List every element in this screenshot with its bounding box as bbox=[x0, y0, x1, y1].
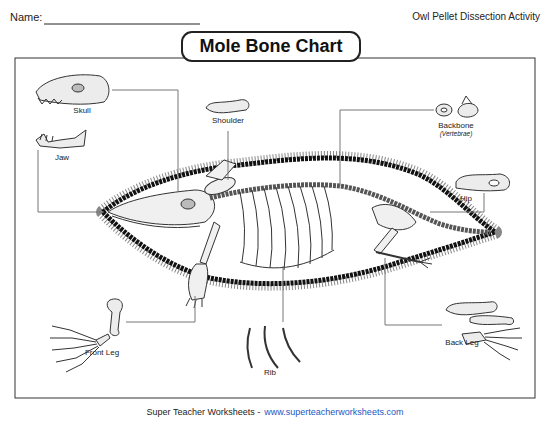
bone-callout-pictures bbox=[458, 103, 478, 117]
bone-callout-pictures bbox=[36, 130, 86, 148]
leader-line bbox=[112, 90, 178, 192]
bone-callout-pictures bbox=[456, 174, 510, 191]
footer-url: www.superteacherworksheets.com bbox=[264, 407, 403, 417]
page-frame bbox=[15, 58, 535, 398]
bone-callout-pictures bbox=[446, 302, 497, 315]
leader-line bbox=[283, 266, 284, 322]
bone-label: Jaw bbox=[55, 153, 69, 162]
page-frame bbox=[44, 24, 200, 25]
bone-callout-pictures bbox=[462, 96, 472, 104]
mole-skeleton bbox=[288, 186, 299, 268]
bone-label: Skull bbox=[73, 106, 90, 115]
leader-line bbox=[38, 90, 484, 325]
mole-skeleton bbox=[372, 204, 416, 229]
mole-skeleton bbox=[300, 186, 311, 264]
mole-skeleton bbox=[240, 192, 245, 262]
bone-callout-pictures bbox=[72, 84, 84, 92]
activity-heading: Owl Pellet Dissection Activity bbox=[412, 11, 540, 23]
mole-skeleton bbox=[112, 216, 200, 228]
bone-label: Front Leg bbox=[85, 348, 119, 357]
leader-line bbox=[228, 131, 229, 180]
leader-line bbox=[340, 110, 434, 186]
mole-body bbox=[103, 158, 495, 284]
mole-skeleton bbox=[312, 186, 322, 258]
bone-callout-pictures bbox=[247, 328, 252, 368]
mole-skeleton bbox=[276, 187, 286, 270]
leader-line bbox=[126, 296, 195, 322]
mole-body bbox=[103, 158, 495, 284]
mole-skeleton bbox=[420, 258, 432, 268]
bone-callout-pictures bbox=[283, 328, 300, 362]
mole-skeleton bbox=[186, 298, 202, 308]
mole-skeleton bbox=[252, 190, 258, 266]
leader-line bbox=[38, 150, 104, 212]
bone-callout-pictures bbox=[489, 180, 499, 186]
mole-skeleton bbox=[206, 160, 236, 180]
mole-skeleton bbox=[189, 264, 208, 300]
bone-callout-pictures bbox=[441, 108, 447, 112]
bone-callout-pictures bbox=[470, 316, 514, 325]
mole-skeleton bbox=[374, 228, 398, 254]
bone-callout-pictures bbox=[36, 75, 522, 372]
bone-callout-pictures bbox=[40, 134, 53, 141]
title-box: Mole Bone Chart bbox=[181, 31, 360, 62]
bone-callout-pictures bbox=[484, 328, 522, 360]
bone-callout-pictures bbox=[265, 326, 278, 368]
bone-callout-pictures bbox=[107, 299, 122, 336]
bone-label: Rib bbox=[264, 368, 276, 377]
bone-callout-pictures bbox=[38, 98, 62, 104]
bone-label: Back Leg bbox=[445, 338, 478, 347]
page-frame bbox=[15, 24, 535, 398]
bone-callout-pictures bbox=[36, 75, 109, 104]
mole-skeleton bbox=[240, 250, 334, 268]
name-field: Name: bbox=[10, 11, 42, 24]
mole-body bbox=[103, 158, 495, 284]
leader-line bbox=[385, 258, 442, 325]
mole-skeleton bbox=[181, 199, 195, 209]
bone-sublabel: (Vertebrae) bbox=[440, 130, 473, 137]
leader-line bbox=[430, 193, 484, 212]
footer-credit: Super Teacher Worksheets - bbox=[147, 407, 261, 417]
mole-skeleton bbox=[376, 252, 420, 262]
bone-label: Backbone bbox=[438, 121, 474, 130]
bone-callout-pictures bbox=[96, 334, 110, 346]
bone-label: Hip bbox=[460, 194, 472, 203]
bone-callout-pictures bbox=[436, 104, 452, 116]
mole-skeleton bbox=[264, 188, 272, 268]
bone-callout-pictures bbox=[206, 100, 249, 113]
mole-skeleton bbox=[108, 160, 490, 308]
chart-title: Mole Bone Chart bbox=[199, 36, 342, 56]
mole-skeleton bbox=[200, 222, 220, 264]
mole-skeleton bbox=[324, 186, 332, 250]
bone-label: Shoulder bbox=[212, 116, 244, 125]
